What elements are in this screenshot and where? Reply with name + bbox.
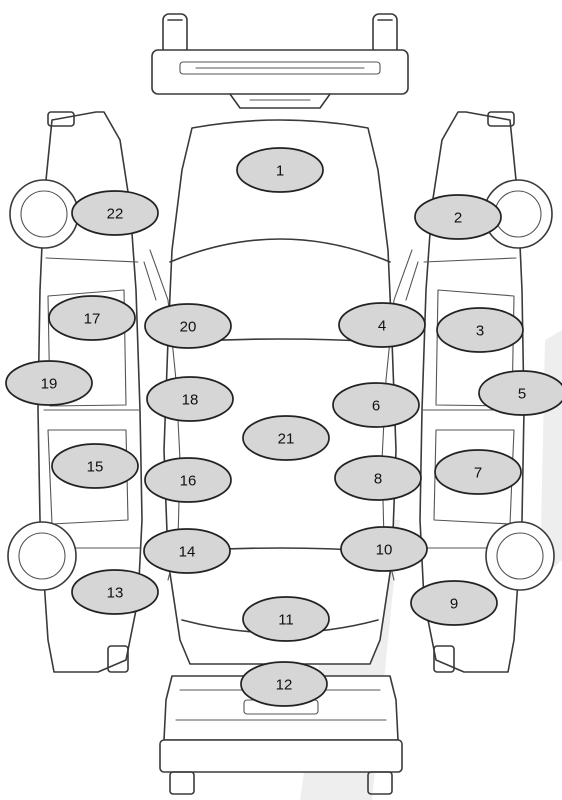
marker-4[interactable]: 4: [339, 303, 425, 347]
marker-label: 13: [107, 585, 124, 602]
marker-label: 15: [87, 459, 104, 476]
marker-18[interactable]: 18: [147, 377, 233, 421]
marker-label: 17: [84, 311, 101, 328]
marker-label: 9: [450, 596, 458, 613]
marker-6[interactable]: 6: [333, 383, 419, 427]
marker-16[interactable]: 16: [145, 458, 231, 502]
marker-label: 7: [474, 465, 482, 482]
marker-label: 16: [180, 473, 197, 490]
marker-14[interactable]: 14: [144, 529, 230, 573]
marker-11[interactable]: 11: [243, 597, 329, 641]
marker-20[interactable]: 20: [145, 304, 231, 348]
marker-label: 18: [182, 392, 199, 409]
marker-label: 3: [476, 323, 484, 340]
marker-label: 10: [376, 542, 393, 559]
marker-label: 1: [276, 163, 284, 180]
marker-label: 4: [378, 318, 386, 335]
marker-9[interactable]: 9: [411, 581, 497, 625]
marker-19[interactable]: 19: [6, 361, 92, 405]
marker-3[interactable]: 3: [437, 308, 523, 352]
marker-15[interactable]: 15: [52, 444, 138, 488]
marker-label: 11: [278, 612, 294, 629]
marker-label: 19: [41, 376, 58, 393]
marker-8[interactable]: 8: [335, 456, 421, 500]
marker-7[interactable]: 7: [435, 450, 521, 494]
marker-label: 20: [180, 319, 197, 336]
marker-22[interactable]: 22: [72, 191, 158, 235]
marker-5[interactable]: 5: [479, 371, 562, 415]
marker-label: 5: [518, 386, 526, 403]
marker-label: 21: [278, 431, 295, 448]
marker-label: 14: [179, 544, 196, 561]
marker-label: 6: [372, 398, 380, 415]
marker-17[interactable]: 17: [49, 296, 135, 340]
marker-label: 22: [107, 206, 124, 223]
marker-21[interactable]: 21: [243, 416, 329, 460]
marker-12[interactable]: 12: [241, 662, 327, 706]
marker-10[interactable]: 10: [341, 527, 427, 571]
marker-label: 2: [454, 210, 462, 227]
marker-1[interactable]: 1: [237, 148, 323, 192]
marker-13[interactable]: 13: [72, 570, 158, 614]
marker-label: 12: [276, 677, 293, 694]
marker-2[interactable]: 2: [415, 195, 501, 239]
front-view: [152, 14, 408, 108]
marker-label: 8: [374, 471, 382, 488]
